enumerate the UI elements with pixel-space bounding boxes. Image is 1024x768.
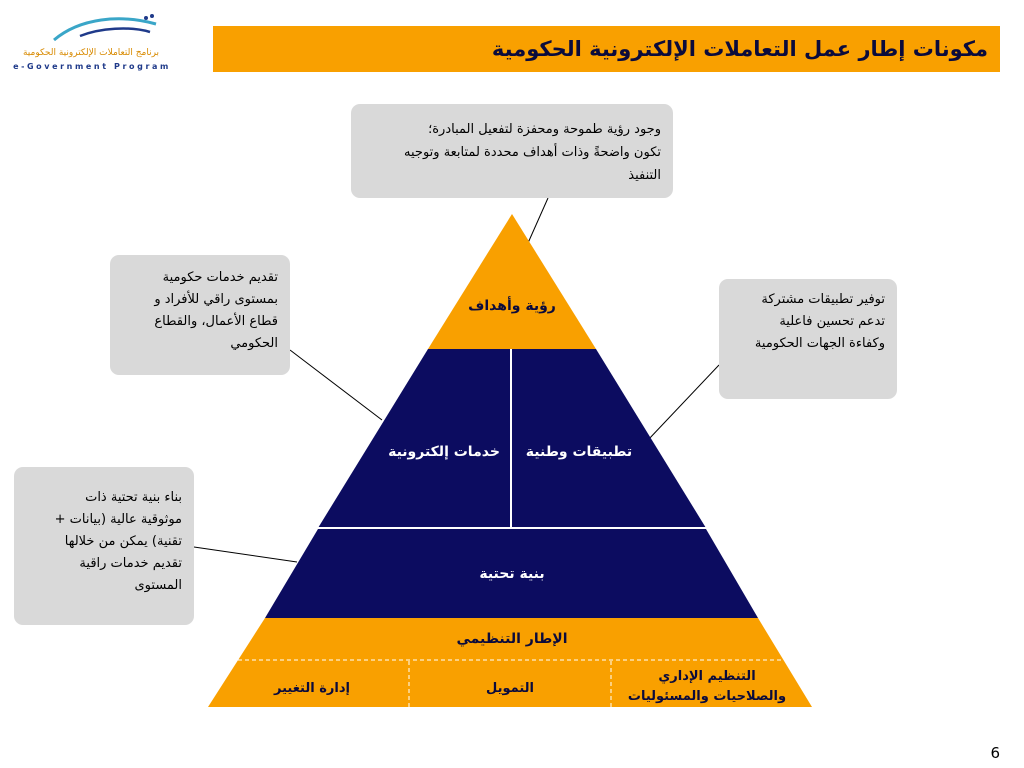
pyramid-middle-left-label: خدمات إلكترونية xyxy=(388,444,500,460)
slide-title: مكونات إطار عمل التعاملات الإلكترونية ال… xyxy=(491,37,988,61)
callout-e-services: تقديم خدمات حكومية بمستوى راقي للأفراد و… xyxy=(110,255,290,375)
callout-national-apps-text: توفير تطبيقات مشتركة تدعم تحسين فاعلية و… xyxy=(754,292,885,351)
callout-infrastructure-text: بناء بنية تحتية ذات موثوقية عالية (بيانا… xyxy=(54,490,182,593)
pyramid-base-segment xyxy=(265,529,758,618)
logo-swoosh-icon xyxy=(53,14,157,42)
title-bar: مكونات إطار عمل التعاملات الإلكترونية ال… xyxy=(213,26,1000,72)
callout-e-services-text: تقديم خدمات حكومية بمستوى راقي للأفراد و… xyxy=(154,270,278,351)
page-number: 6 xyxy=(990,744,1000,762)
connector-line-left-top xyxy=(289,349,383,421)
callout-national-apps: توفير تطبيقات مشتركة تدعم تحسين فاعلية و… xyxy=(719,279,897,399)
logo-english-text: e-Government Program xyxy=(13,62,171,71)
callout-vision-text: وجود رؤية طموحة ومحفزة لتفعيل المبادرة؛ … xyxy=(404,122,661,183)
connector-line-left-bottom xyxy=(193,546,298,563)
connector-line-top xyxy=(527,197,549,244)
foundation-item-admin-line1: التنظيم الإداري xyxy=(658,669,755,684)
foundation-header-label: الإطار التنظيمي xyxy=(457,631,568,647)
logo-arabic-text: برنامج التعاملات الإلكترونية الحكومية xyxy=(22,48,160,58)
callout-vision: وجود رؤية طموحة ومحفزة لتفعيل المبادرة؛ … xyxy=(351,104,673,198)
foundation-item-change-management: إدارة التغيير xyxy=(273,681,350,696)
pyramid-base-label: بنية تحتية xyxy=(479,566,544,582)
pyramid-apex-segment xyxy=(428,214,596,349)
callout-infrastructure: بناء بنية تحتية ذات موثوقية عالية (بيانا… xyxy=(14,467,194,625)
pyramid-middle-right-label: تطبيقات وطنية xyxy=(526,444,632,460)
foundation-item-admin-line2: والصلاحيات والمسئوليات xyxy=(628,689,786,704)
pyramid-apex-label: رؤية وأهداف xyxy=(468,296,556,314)
connector-line-right xyxy=(647,364,720,441)
foundation-item-funding: التمويل xyxy=(486,681,534,696)
e-government-logo: برنامج التعاملات الإلكترونية الحكومية e-… xyxy=(10,10,175,76)
pyramid-foundation-segment xyxy=(208,618,812,707)
